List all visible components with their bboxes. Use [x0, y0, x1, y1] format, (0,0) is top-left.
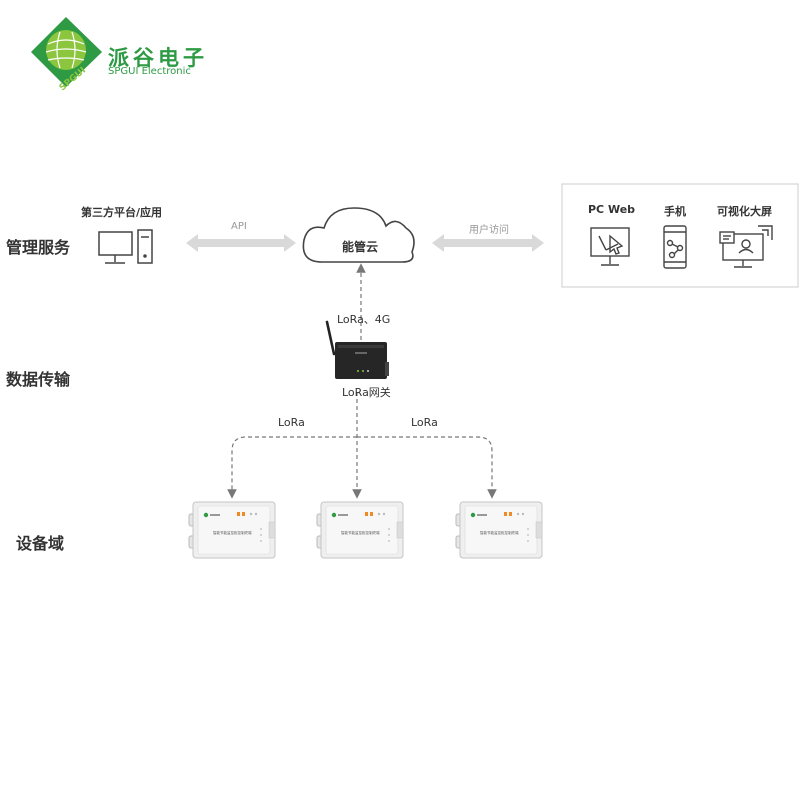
monitor-cursor-icon — [590, 227, 630, 266]
uplink-label: LoRa、4G — [337, 313, 391, 326]
phone-share-icon — [663, 225, 687, 269]
device-title: 智能节能监控柜控制终端 — [213, 530, 252, 535]
client-panel — [561, 183, 799, 288]
terminal-device: 智能节能监控柜控制终端 — [455, 501, 543, 559]
lora-branch-lines — [227, 392, 497, 499]
user-access-arrow — [432, 234, 544, 252]
gateway-label: LoRa网关 — [342, 386, 391, 399]
brand-name-en: SPGUI Electronic — [108, 66, 191, 77]
cloud-icon — [302, 207, 415, 263]
device-title: 智能节能监控柜控制终端 — [341, 530, 380, 535]
client-pc-web-label: PC Web — [588, 203, 636, 216]
terminal-device: 智能节能监控柜控制终端 — [316, 501, 404, 559]
third-party-label: 第三方平台/应用 — [81, 206, 163, 219]
layer-transmission-label: 数据传输 — [6, 370, 71, 389]
cloud-label: 能管云 — [342, 240, 379, 254]
layer-management-label: 管理服务 — [6, 238, 71, 257]
brand-name-cn: 派谷电子 — [108, 46, 208, 70]
device-group: 智能节能监控柜控制终端 智能节能监控柜控制终端 智能节能监控柜控制终端 — [188, 501, 543, 559]
left-branch-label: LoRa — [278, 416, 305, 429]
device-title: 智能节能监控柜控制终端 — [480, 530, 519, 535]
company-logo: SPGUI — [31, 17, 102, 93]
right-branch-label: LoRa — [411, 416, 438, 429]
gateway-device — [325, 320, 389, 379]
client-dashboard-label: 可视化大屏 — [717, 205, 772, 218]
terminal-device: 智能节能监控柜控制终端 — [188, 501, 276, 559]
dashboard-screen-icon — [719, 225, 773, 268]
computer-icon — [98, 229, 153, 264]
layer-device-label: 设备域 — [16, 534, 65, 553]
user-access-label: 用户访问 — [469, 225, 509, 236]
api-arrow — [186, 234, 296, 252]
api-label: API — [231, 221, 247, 232]
client-phone-label: 手机 — [664, 205, 686, 218]
